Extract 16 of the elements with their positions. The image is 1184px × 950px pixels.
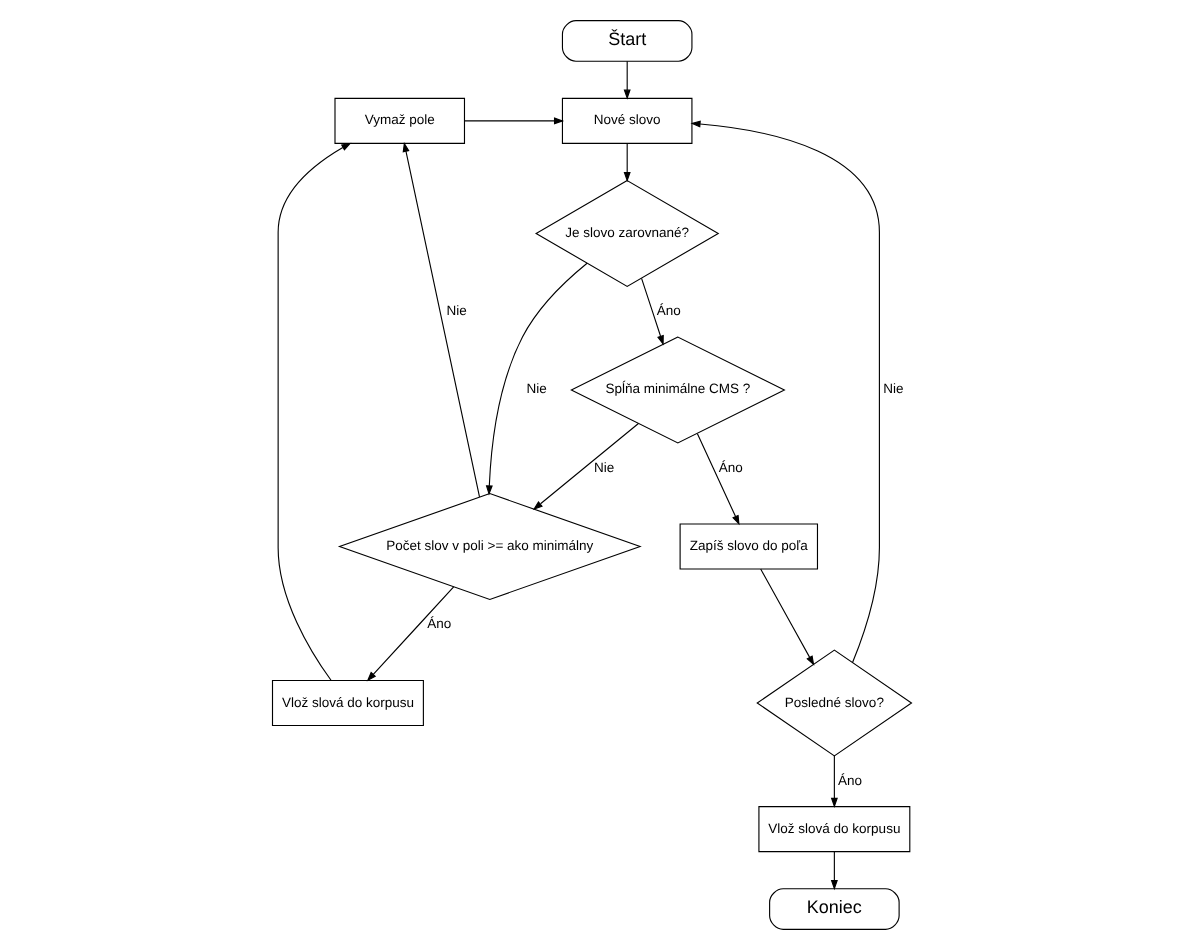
arrow [641,277,664,346]
arrow [464,117,565,125]
arrow [623,143,631,183]
arrow [623,60,631,100]
arrow [830,755,838,808]
arrow [277,142,352,681]
arrow [830,851,838,891]
arrow [690,120,880,664]
arrow [696,433,740,526]
node-box: Štart [561,20,693,62]
arrow [485,262,588,496]
arrow [760,568,815,666]
arrow [366,586,455,682]
arrow [402,141,481,498]
node-box: Koniec [769,888,900,930]
arrow [532,422,639,511]
